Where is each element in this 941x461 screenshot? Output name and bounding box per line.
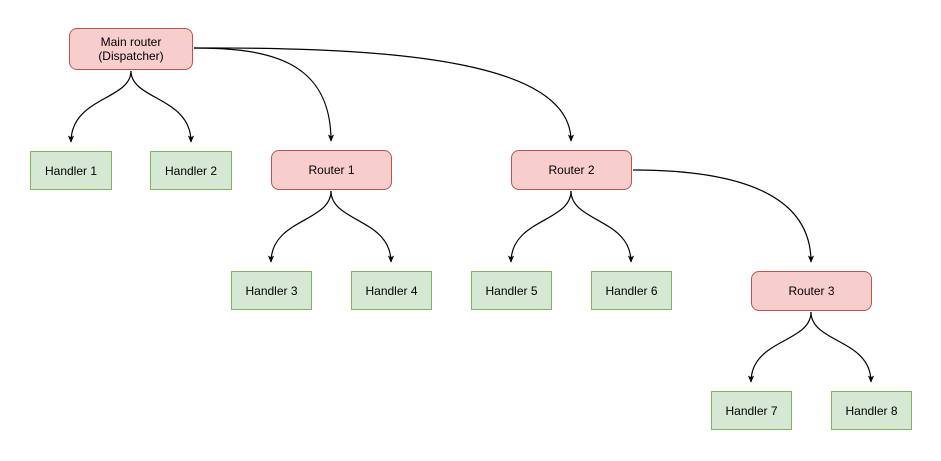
node-router-3-label: Router 3 bbox=[788, 284, 835, 298]
node-router-2-label: Router 2 bbox=[548, 163, 595, 177]
node-main-router-label: Main router (Dispatcher) bbox=[98, 35, 164, 63]
node-handler-5-label: Handler 5 bbox=[485, 283, 538, 298]
edge-router-2-to-handler-6 bbox=[570, 190, 635, 263]
edge-main-to-router-1 bbox=[193, 47, 335, 142]
node-router-1[interactable]: Router 1 bbox=[271, 150, 392, 190]
node-handler-6-label: Handler 6 bbox=[605, 283, 658, 298]
node-handler-3[interactable]: Handler 3 bbox=[231, 271, 312, 310]
node-handler-2-label: Handler 2 bbox=[164, 163, 218, 178]
edge-router-2-to-router-3 bbox=[632, 169, 815, 263]
edge-router-3-to-handler-8 bbox=[810, 311, 875, 383]
node-handler-8[interactable]: Handler 8 bbox=[831, 391, 912, 430]
edge-router-1-to-handler-4 bbox=[330, 190, 395, 263]
edge-main-to-handler-2 bbox=[130, 70, 195, 143]
node-handler-2[interactable]: Handler 2 bbox=[150, 151, 232, 190]
node-handler-7[interactable]: Handler 7 bbox=[711, 391, 792, 430]
edge-main-to-handler-1 bbox=[67, 70, 132, 143]
node-handler-4[interactable]: Handler 4 bbox=[351, 271, 432, 310]
node-handler-6[interactable]: Handler 6 bbox=[591, 271, 672, 310]
node-handler-3-label: Handler 3 bbox=[245, 283, 298, 298]
edge-router-2-to-handler-5 bbox=[507, 190, 572, 263]
node-router-2[interactable]: Router 2 bbox=[511, 150, 632, 190]
node-handler-1[interactable]: Handler 1 bbox=[30, 151, 112, 190]
node-handler-5[interactable]: Handler 5 bbox=[471, 271, 552, 310]
edge-router-3-to-handler-7 bbox=[747, 311, 812, 383]
node-main-router[interactable]: Main router (Dispatcher) bbox=[69, 28, 193, 70]
node-handler-7-label: Handler 7 bbox=[725, 403, 778, 418]
node-handler-8-label: Handler 8 bbox=[845, 403, 898, 418]
node-handler-4-label: Handler 4 bbox=[365, 283, 418, 298]
node-handler-1-label: Handler 1 bbox=[44, 163, 98, 178]
edge-main-to-router-2 bbox=[193, 47, 575, 142]
node-router-3[interactable]: Router 3 bbox=[751, 271, 872, 311]
edge-router-1-to-handler-3 bbox=[267, 190, 332, 263]
node-router-1-label: Router 1 bbox=[308, 163, 355, 177]
